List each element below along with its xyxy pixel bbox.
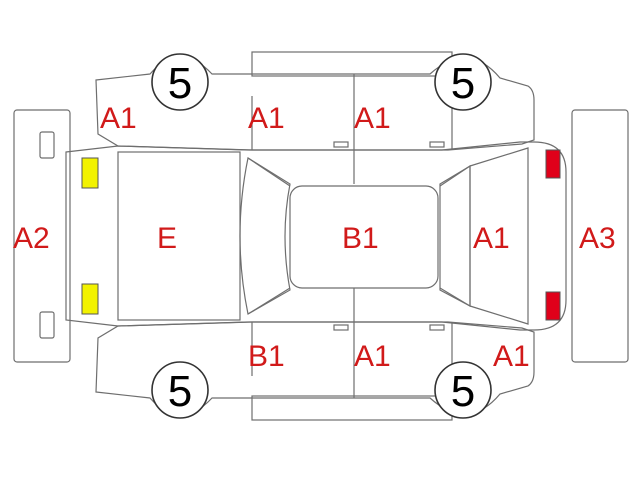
wheel-score: 5: [451, 367, 475, 416]
label-door-rear-upper: A1: [354, 102, 391, 135]
label-trunk: A1: [473, 222, 510, 255]
label-fender-front-upper: A1: [100, 102, 137, 135]
label-door-front-lower: B1: [248, 340, 285, 373]
label-hood: E: [157, 222, 177, 255]
label-quarter-rear-lower: A1: [493, 340, 530, 373]
label-rear-bumper: A3: [579, 222, 616, 255]
wheel-front-right: 5: [151, 361, 209, 419]
label-door-rear-lower: A1: [354, 340, 391, 373]
label-door-front-upper: A1: [248, 102, 285, 135]
wheel-front-left: 5: [151, 53, 209, 111]
wheel-rear-right: 5: [434, 361, 492, 419]
label-front-bumper: A2: [13, 222, 50, 255]
taillamp-left: [545, 149, 561, 179]
rear-bumper: [571, 109, 629, 363]
wheel-score: 5: [451, 59, 475, 108]
wheel-score: 5: [168, 367, 192, 416]
wheel-score: 5: [168, 59, 192, 108]
label-roof: B1: [342, 222, 379, 255]
headlamp-left: [81, 157, 99, 189]
car-top-view: [65, 141, 567, 331]
front-bumper: [13, 109, 71, 363]
wheel-rear-left: 5: [434, 53, 492, 111]
taillamp-right: [545, 291, 561, 321]
headlamp-right: [81, 283, 99, 315]
